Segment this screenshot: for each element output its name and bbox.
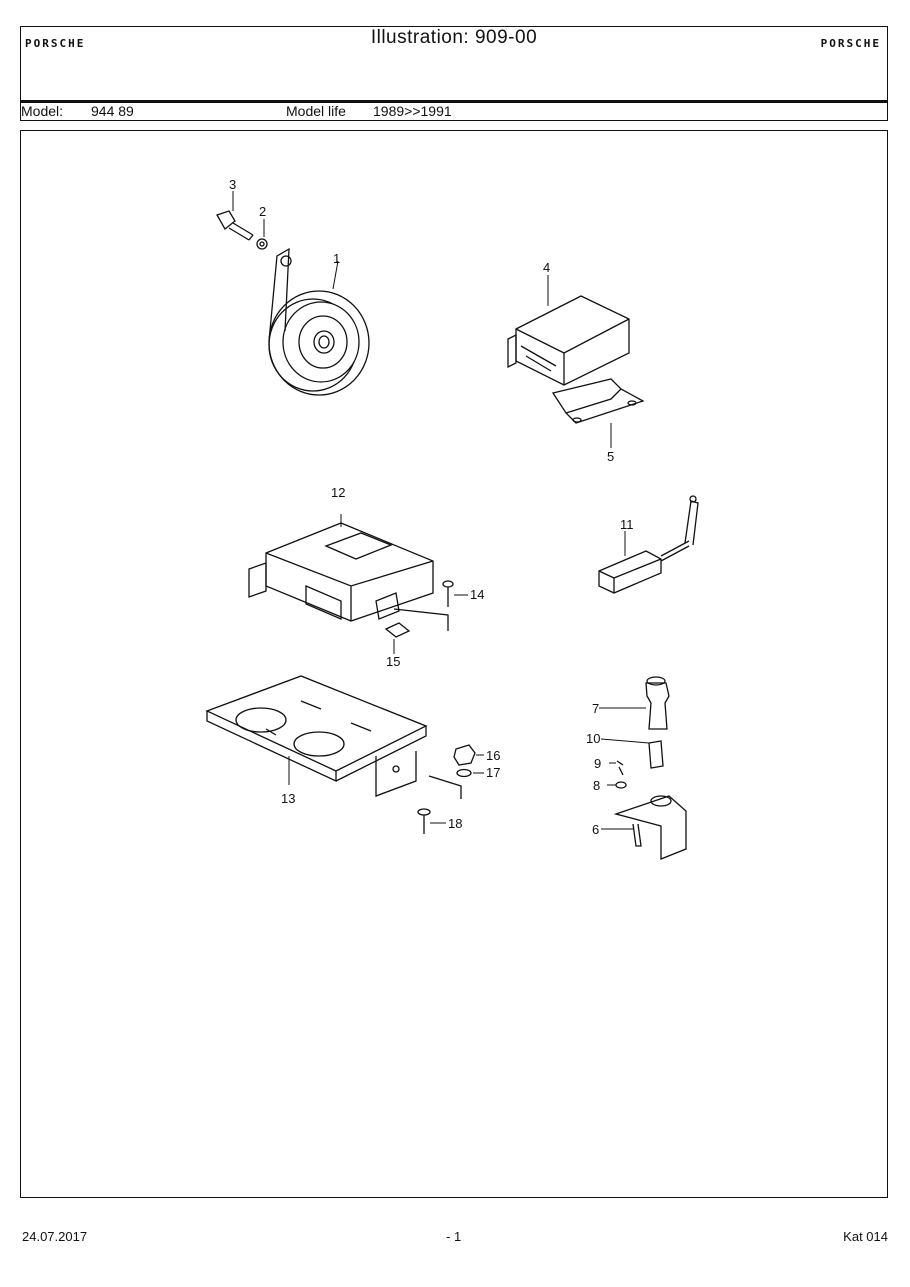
footer-catalog: Kat 014	[843, 1229, 888, 1244]
callout-9: 9	[594, 756, 601, 771]
callout-12: 12	[331, 485, 345, 500]
horn-drawing	[268, 247, 370, 396]
callout-numbers: 1 2 3 4 5 6 7 8 9 10 11 12 13 14 15 16 1…	[229, 177, 634, 837]
callout-14: 14	[470, 587, 484, 602]
callout-18: 18	[448, 816, 462, 831]
parts-drawing-frame: 1 2 3 4 5 6 7 8 9 10 11 12 13 14 15 16 1…	[20, 130, 888, 1198]
model-row: Model: 944 89 Model life 1989>>1991	[21, 100, 887, 121]
footer-page-number: - 1	[446, 1229, 462, 1244]
clip-15-drawing	[384, 608, 449, 638]
callout-7: 7	[592, 701, 599, 716]
callout-11: 11	[620, 517, 634, 532]
screw-14-drawing	[442, 580, 454, 607]
callout-10: 10	[586, 731, 600, 746]
callout-16: 16	[486, 748, 500, 763]
callout-17: 17	[486, 765, 500, 780]
callout-2: 2	[259, 204, 266, 219]
washer-drawing	[256, 238, 268, 250]
relay-bracket-drawing	[551, 378, 645, 424]
leader-lines	[232, 191, 650, 830]
model-life-label: Model life	[286, 103, 346, 119]
illustration-title: Illustration: 909-00	[370, 27, 538, 48]
relay-box-drawing	[507, 295, 630, 386]
bolt-18-drawing	[417, 808, 431, 834]
model-life-value: 1989>>1991	[373, 103, 452, 119]
callout-13: 13	[281, 791, 295, 806]
exploded-parts-drawing: 1 2 3 4 5 6 7 8 9 10 11 12 13 14 15 16 1…	[205, 177, 699, 860]
callout-6: 6	[592, 822, 599, 837]
switch-assembly-drawing	[613, 676, 687, 860]
callout-8: 8	[593, 778, 600, 793]
callout-1: 1	[333, 251, 340, 266]
sensor-11-drawing	[598, 495, 699, 594]
callout-5: 5	[607, 449, 614, 464]
callout-3: 3	[229, 177, 236, 192]
callout-4: 4	[543, 260, 550, 275]
porsche-logo-right: PORSCHE	[820, 37, 881, 50]
callout-15: 15	[386, 654, 400, 669]
footer-date: 24.07.2017	[22, 1229, 88, 1244]
porsche-logo-left: PORSCHE	[25, 37, 86, 50]
model-label: Model:	[21, 103, 64, 119]
mounting-plate-drawing	[205, 675, 428, 797]
control-unit-drawing	[248, 522, 434, 622]
nut-washer-drawing	[428, 744, 476, 799]
bolt-drawing	[216, 210, 254, 241]
header-box: PORSCHE Illustration: 909-00 PORSCHE Mod…	[20, 26, 888, 121]
model-value: 944 89	[91, 103, 134, 119]
